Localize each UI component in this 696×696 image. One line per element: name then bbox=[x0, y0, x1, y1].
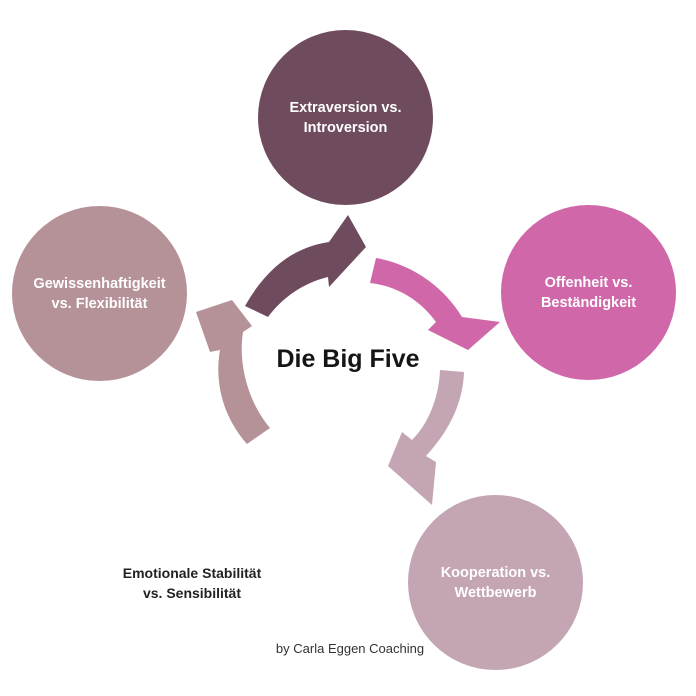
label-gewissenhaftigkeit: Gewissenhaftigkeit vs. Flexibilität bbox=[33, 275, 166, 312]
circle-gewissenhaftigkeit: Gewissenhaftigkeit vs. Flexibilität bbox=[12, 206, 187, 381]
arrow-to-offenheit bbox=[370, 258, 500, 350]
arrow-to-gewissenhaftigkeit bbox=[196, 300, 270, 444]
arrow-to-extraversion bbox=[245, 215, 366, 317]
diagram-title: Die Big Five bbox=[276, 345, 420, 373]
credit-text: by Carla Eggen Coaching bbox=[275, 641, 425, 656]
label-offenheit: Offenheit vs. Beständigkeit bbox=[540, 274, 637, 311]
circle-kooperation: Kooperation vs. Wettbewerb bbox=[408, 495, 583, 670]
arrow-to-kooperation bbox=[388, 370, 464, 505]
label-extraversion: Extraversion vs. Introversion bbox=[289, 99, 402, 136]
label-kooperation: Kooperation vs. Wettbewerb bbox=[440, 564, 551, 601]
circle-offenheit: Offenheit vs. Beständigkeit bbox=[501, 205, 676, 380]
circle-extraversion: Extraversion vs. Introversion bbox=[258, 30, 433, 205]
label-emotionale-stabilitaet: Emotionale Stabilität vs. Sensibilität bbox=[122, 565, 262, 601]
